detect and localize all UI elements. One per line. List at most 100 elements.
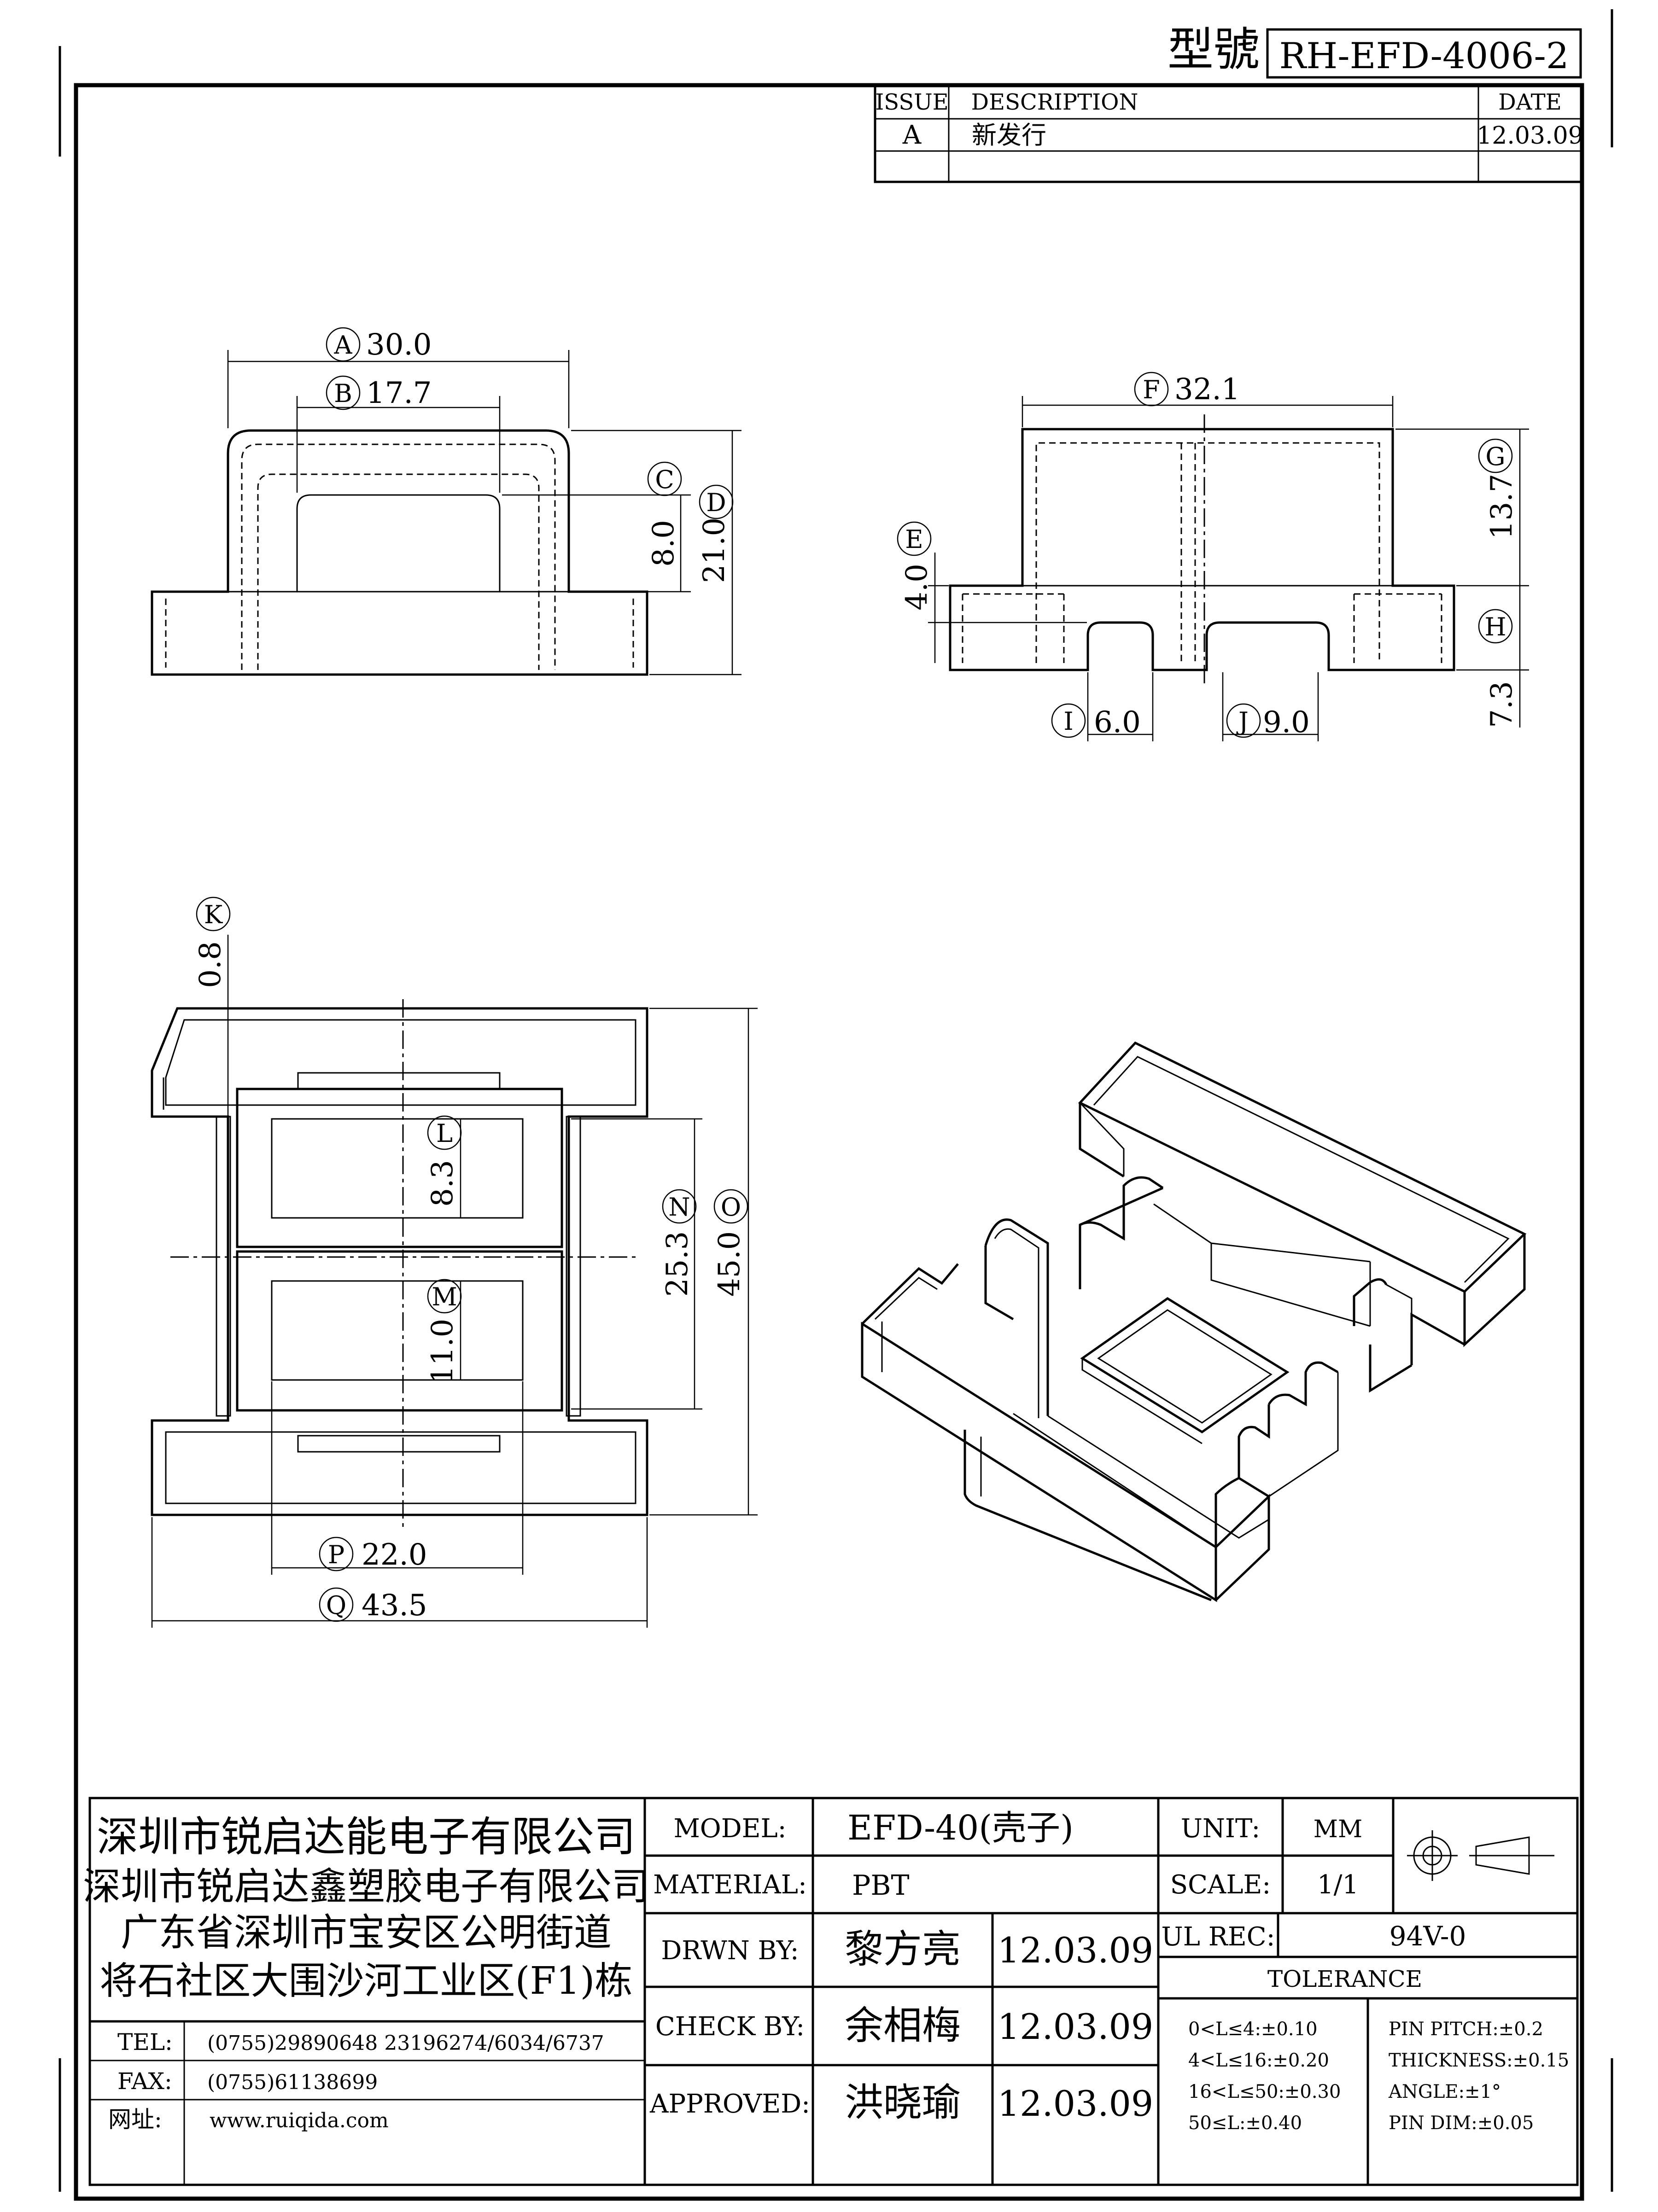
dim-a: A 30.0 <box>227 327 570 428</box>
model-number-header: 型號 RH-EFD-4006-2 <box>1168 23 1582 79</box>
dim-n-value: 25.3 <box>660 1231 695 1297</box>
tel-value: (0755)29890648 23196274/6034/6737 <box>207 2032 604 2055</box>
tolerance-title: TOLERANCE <box>1267 1966 1422 1992</box>
tolerance-left-3: 16<L≤50:±0.30 <box>1188 2081 1341 2102</box>
tolerance-right-1: PIN PITCH:±0.2 <box>1389 2019 1543 2040</box>
svg-text:G: G <box>1485 442 1505 471</box>
revision-issue: A <box>902 120 922 150</box>
dim-i: I 6.0 <box>1051 672 1154 741</box>
drawn-by-label: DRWN BY: <box>661 1936 799 1966</box>
company-line-2: 深圳市锐启达鑫塑胶电子有限公司 <box>83 1865 649 1909</box>
dim-l: L 8.3 <box>426 1115 462 1218</box>
svg-text:B: B <box>334 379 352 408</box>
model-number-label: 型號 <box>1168 23 1260 76</box>
dim-q: Q 43.5 <box>151 1517 648 1628</box>
check-by-label: CHECK BY: <box>655 2012 805 2042</box>
dim-g: G 13.7 <box>1395 428 1529 587</box>
top-view <box>151 999 648 1529</box>
dim-b-value: 17.7 <box>366 376 432 410</box>
tolerance-right-2: THICKNESS:±0.15 <box>1389 2050 1569 2071</box>
scale-label: SCALE: <box>1170 1870 1271 1900</box>
approved-label: APPROVED: <box>649 2089 810 2119</box>
check-by-date: 12.03.09 <box>998 2006 1153 2047</box>
dim-p: P 22.0 <box>271 1381 524 1575</box>
dim-o: O 45.0 <box>649 1007 758 1516</box>
model-value: EFD-40(壳子) <box>847 1808 1074 1848</box>
approved-name: 洪晓瑜 <box>845 2080 961 2125</box>
revision-col-description: DESCRIPTION <box>971 89 1138 115</box>
dim-c: C 8.0 <box>502 461 691 593</box>
dim-p-value: 22.0 <box>362 1538 427 1572</box>
material-value: PBT <box>852 1869 909 1902</box>
svg-text:K: K <box>204 900 223 929</box>
web-label: 网址: <box>108 2106 162 2133</box>
front-view <box>151 429 648 676</box>
model-label: MODEL: <box>673 1814 786 1844</box>
drawn-by-name: 黎方亮 <box>845 1927 961 1972</box>
dim-d-value: 21.0 <box>697 518 731 583</box>
dim-o-value: 45.0 <box>712 1231 747 1297</box>
unit-label: UNIT: <box>1181 1814 1261 1844</box>
company-line-3: 广东省深圳市宝安区公明街道 <box>121 1911 612 1955</box>
dim-b: B 17.7 <box>296 375 501 493</box>
svg-text:N: N <box>668 1193 690 1222</box>
svg-text:L: L <box>436 1119 453 1148</box>
dim-i-value: 6.0 <box>1094 705 1141 739</box>
title-block: 深圳市锐启达能电子有限公司 深圳市锐启达鑫塑胶电子有限公司 广东省深圳市宝安区公… <box>83 1797 1579 2186</box>
projection-symbol-icon <box>1407 1830 1554 1881</box>
company-line-1: 深圳市锐启达能电子有限公司 <box>97 1813 636 1861</box>
model-number: RH-EFD-4006-2 <box>1279 35 1569 77</box>
dim-a-value: 30.0 <box>366 328 432 362</box>
dim-m-value: 11.0 <box>426 1319 460 1385</box>
dim-j-value: 9.0 <box>1263 705 1310 739</box>
dim-j: J 9.0 <box>1222 672 1319 741</box>
drawn-by-date: 12.03.09 <box>998 1930 1153 1971</box>
company-line-4: 将石社区大围沙河工业区(F1)栋 <box>99 1959 632 2003</box>
ul-label: UL REC: <box>1162 1922 1275 1952</box>
dim-l-value: 8.3 <box>426 1160 460 1207</box>
revision-col-date: DATE <box>1498 89 1562 115</box>
tolerance-left-2: 4<L≤16:±0.20 <box>1188 2050 1329 2071</box>
svg-text:H: H <box>1484 612 1506 641</box>
drawing-frame <box>74 83 1584 2201</box>
tolerance-left-4: 50≤L:±0.40 <box>1188 2113 1302 2134</box>
svg-text:E: E <box>905 525 923 554</box>
web-value: www.ruiqida.com <box>210 2109 389 2132</box>
revision-table: ISSUE DESCRIPTION DATE A 新发行 12.03.09 <box>874 84 1583 183</box>
dim-k: K 0.8 <box>193 896 231 1117</box>
svg-text:F: F <box>1143 375 1160 404</box>
dim-n: N 25.3 <box>571 1118 702 1410</box>
svg-text:J: J <box>1236 707 1249 736</box>
svg-text:M: M <box>432 1282 457 1311</box>
svg-text:P: P <box>328 1540 344 1569</box>
sheet-corner-marks <box>58 9 1613 2192</box>
svg-text:C: C <box>655 465 674 494</box>
svg-text:D: D <box>706 488 726 517</box>
dim-f: F 32.1 <box>1022 372 1394 427</box>
dim-h-value: 7.3 <box>1485 681 1519 728</box>
dim-k-value: 0.8 <box>193 941 228 988</box>
dim-e-value: 4.0 <box>900 564 934 611</box>
dim-c-value: 8.0 <box>647 520 681 567</box>
fax-label: FAX: <box>117 2068 172 2095</box>
dim-e: E 4.0 <box>897 521 1087 663</box>
tolerance-right-4: PIN DIM:±0.05 <box>1389 2113 1534 2134</box>
dim-h: H 7.3 <box>1456 586 1529 728</box>
side-view <box>949 414 1455 686</box>
dim-d: D 21.0 <box>571 430 741 675</box>
unit-value: MM <box>1314 1816 1363 1843</box>
tolerance-right-3: ANGLE:±1° <box>1388 2081 1501 2102</box>
revision-description: 新发行 <box>972 121 1046 150</box>
dim-q-value: 43.5 <box>362 1589 427 1623</box>
isometric-view <box>861 1041 1527 1602</box>
approved-date: 12.03.09 <box>998 2083 1153 2124</box>
check-by-name: 余相梅 <box>845 2003 961 2048</box>
scale-value: 1/1 <box>1317 1870 1359 1900</box>
dim-f-value: 32.1 <box>1174 373 1240 407</box>
tolerance-left-1: 0<L≤4:±0.10 <box>1188 2019 1318 2040</box>
fax-value: (0755)61138699 <box>207 2071 378 2094</box>
dim-g-value: 13.7 <box>1485 474 1519 540</box>
svg-text:O: O <box>721 1193 741 1222</box>
tel-label: TEL: <box>117 2029 173 2055</box>
